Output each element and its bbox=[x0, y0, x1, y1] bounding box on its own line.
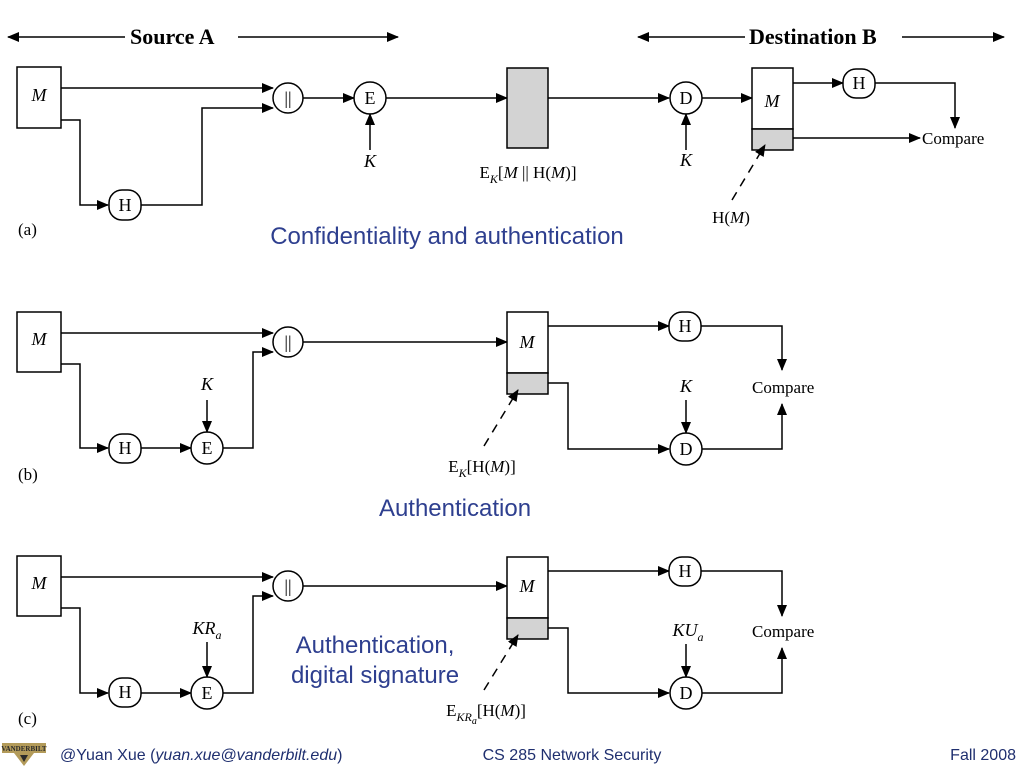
term-label: Fall 2008 bbox=[950, 747, 1016, 764]
message-box bbox=[16, 311, 62, 373]
key-label: K bbox=[363, 151, 377, 171]
panel-b: M H E K || M H D K Compare EK[H(M)] (b) … bbox=[16, 311, 814, 522]
encrypt-label: E bbox=[365, 88, 376, 108]
concat-label: || bbox=[284, 332, 291, 352]
compare-label: Compare bbox=[752, 622, 814, 641]
panel-tag: (c) bbox=[18, 709, 37, 728]
message-label: M bbox=[519, 576, 536, 596]
panel-tag: (b) bbox=[18, 465, 38, 484]
hash-value-label: H(M) bbox=[712, 208, 750, 227]
hash-node-label: H bbox=[853, 73, 866, 93]
concat-label: || bbox=[284, 88, 291, 108]
header: Source A Destination B bbox=[7, 24, 1005, 49]
hash-node-label: H bbox=[119, 195, 132, 215]
concat-label: || bbox=[284, 576, 291, 596]
compare-label: Compare bbox=[752, 378, 814, 397]
caption-line-2: digital signature bbox=[291, 662, 459, 689]
footer: VANDERBILT @Yuan Xue (yuan.xue@vanderbil… bbox=[1, 743, 1016, 766]
message-label: M bbox=[31, 85, 48, 105]
key-label: K bbox=[200, 374, 214, 394]
university-logo: VANDERBILT bbox=[1, 743, 47, 766]
message-box bbox=[751, 67, 794, 130]
caption: Authentication bbox=[379, 495, 531, 522]
encrypt-label: E bbox=[202, 438, 213, 458]
hash-field bbox=[751, 128, 794, 151]
channel-label: EK[H(M)] bbox=[448, 457, 516, 480]
svg-text:VANDERBILT: VANDERBILT bbox=[1, 745, 46, 753]
hash-node-label: H bbox=[679, 316, 692, 336]
decrypt-label: D bbox=[680, 683, 693, 703]
author-email: yuan.xue@vanderbilt.edu bbox=[154, 747, 337, 764]
hash-node-label: H bbox=[679, 561, 692, 581]
key-label: K bbox=[679, 376, 693, 396]
message-box bbox=[506, 311, 549, 374]
hash-node-label: H bbox=[119, 682, 132, 702]
caption-line-1: Authentication, bbox=[296, 632, 455, 659]
source-a-label: Source A bbox=[130, 24, 215, 49]
caption: Confidentiality and authentication bbox=[270, 223, 624, 250]
destination-b-label: Destination B bbox=[749, 24, 877, 49]
key-label: K bbox=[679, 150, 693, 170]
channel-label: EKRa[H(M)] bbox=[446, 701, 526, 727]
message-label: M bbox=[764, 91, 781, 111]
decrypt-label: D bbox=[680, 88, 693, 108]
signature-field bbox=[506, 617, 549, 640]
message-label: M bbox=[519, 332, 536, 352]
author-credit: @Yuan Xue (yuan.xue@vanderbilt.edu) bbox=[60, 747, 342, 764]
message-box bbox=[506, 556, 549, 619]
panel-c: M H E KRa || M H D KUa Compare EKRa[H(M)… bbox=[16, 555, 814, 728]
panel-tag: (a) bbox=[18, 220, 37, 239]
signature-field bbox=[506, 372, 549, 395]
hash-node-label: H bbox=[119, 438, 132, 458]
ciphertext-block bbox=[506, 67, 549, 149]
message-box bbox=[16, 66, 62, 129]
private-key-label: KRa bbox=[191, 618, 221, 642]
decrypt-label: D bbox=[680, 439, 693, 459]
public-key-label: KUa bbox=[671, 620, 703, 644]
message-label: M bbox=[31, 573, 48, 593]
encrypt-label: E bbox=[202, 683, 213, 703]
channel-label: EK[M || H(M)] bbox=[480, 163, 577, 186]
message-box bbox=[16, 555, 62, 617]
compare-label: Compare bbox=[922, 129, 984, 148]
panel-a: M H || E K EK[M || H(M)] D K M H Compare bbox=[16, 66, 984, 250]
course-title: CS 285 Network Security bbox=[483, 747, 662, 764]
message-label: M bbox=[31, 329, 48, 349]
